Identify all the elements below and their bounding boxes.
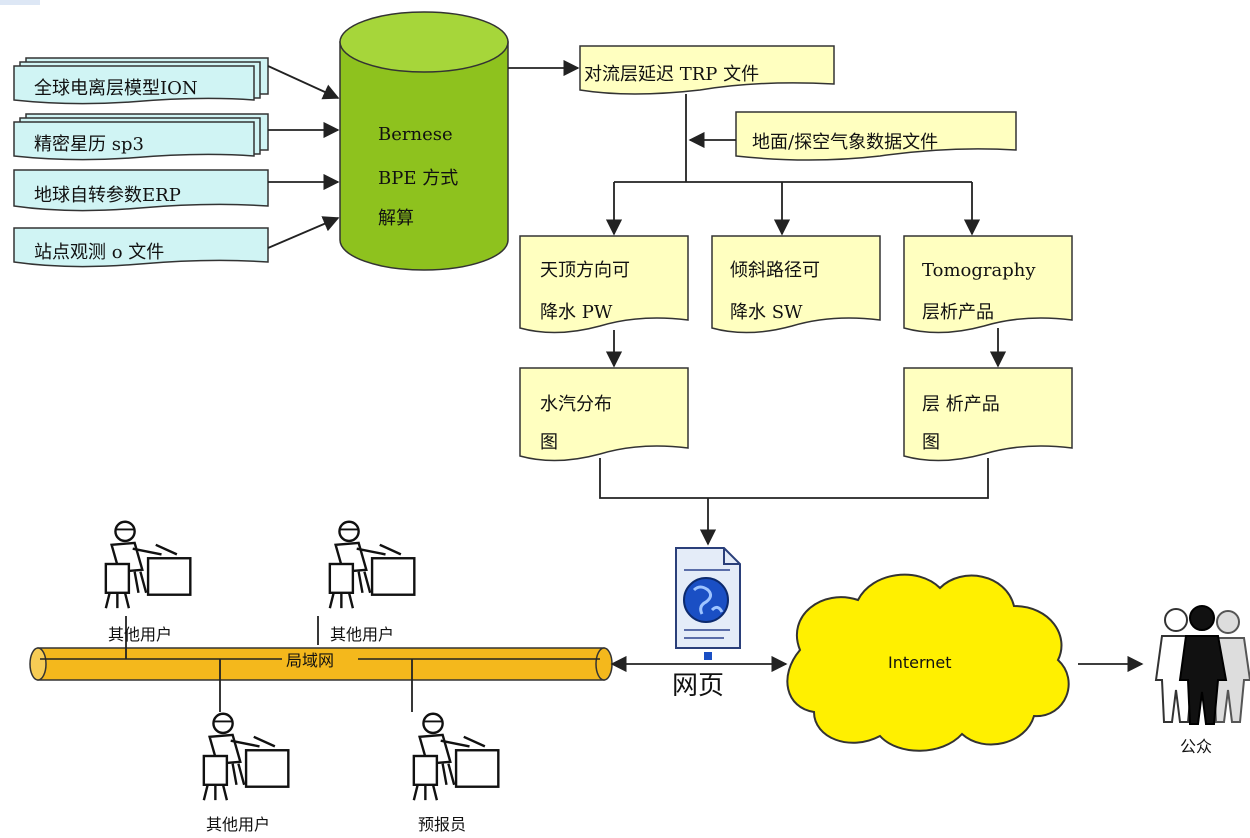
tomo-line2: 层析产品 xyxy=(922,302,994,323)
solver-line1: Bernese xyxy=(378,124,453,145)
user-3: 其他用户 xyxy=(202,712,290,834)
map-arrows xyxy=(605,328,1007,368)
user-2-label: 其他用户 xyxy=(330,625,394,644)
user-3-label: 其他用户 xyxy=(206,815,270,834)
solver-line3: 解算 xyxy=(378,208,414,229)
tomo-map-line1: 层 析产品 xyxy=(922,394,1000,415)
solver-line2: BPE 方式 xyxy=(378,168,458,189)
user-1-label: 其他用户 xyxy=(108,625,172,644)
vapor-line2: 图 xyxy=(540,432,558,453)
lan-drops xyxy=(125,616,413,712)
forecaster: 预报员 xyxy=(412,712,500,834)
product-tomo: Tomography 层析产品 xyxy=(903,235,1073,334)
lan-label: 局域网 xyxy=(286,651,334,670)
internet-cloud: Internet xyxy=(786,573,1070,752)
sw-line2: 降水 SW xyxy=(730,302,803,323)
pw-line2: 降水 PW xyxy=(540,302,613,323)
input-erp-label: 地球自转参数ERP xyxy=(34,185,181,206)
user-2: 其他用户 xyxy=(328,520,416,644)
merge-connector xyxy=(599,458,989,546)
tomo-map-line2: 图 xyxy=(922,432,940,453)
product-sw: 倾斜路径可 降水 SW xyxy=(711,235,881,334)
input-sp3: 精密星历 sp3 xyxy=(13,113,269,161)
product-pw: 天顶方向可 降水 PW xyxy=(519,235,689,334)
sw-line1: 倾斜路径可 xyxy=(730,260,820,281)
input-arrows xyxy=(267,65,340,249)
tomo-line1: Tomography xyxy=(922,260,1036,281)
webpage-icon xyxy=(675,547,741,660)
met-file-label: 地面/探空气象数据文件 xyxy=(752,132,938,153)
input-erp: 地球自转参数ERP xyxy=(13,169,269,212)
forecaster-label: 预报员 xyxy=(418,815,466,834)
map-vapor: 水汽分布 图 xyxy=(519,367,689,462)
met-file: 地面/探空气象数据文件 xyxy=(735,111,1017,161)
trp-file: 对流层延迟 TRP 文件 xyxy=(579,45,835,95)
internet-label: Internet xyxy=(888,653,952,672)
header-accent xyxy=(0,0,40,5)
user-1: 其他用户 xyxy=(104,520,192,644)
pw-line1: 天顶方向可 xyxy=(540,260,630,281)
input-ion-label: 全球电离层模型ION xyxy=(34,78,198,99)
input-obs-label: 站点观测 o 文件 xyxy=(34,242,164,263)
public-people-icon: 公众 xyxy=(1154,605,1250,756)
webpage-label: 网页 xyxy=(672,671,724,701)
map-tomo: 层 析产品 图 xyxy=(903,367,1073,462)
vapor-line1: 水汽分布 xyxy=(540,394,612,415)
input-obs: 站点观测 o 文件 xyxy=(13,227,269,268)
input-ion: 全球电离层模型ION xyxy=(13,57,269,105)
input-sp3-label: 精密星历 sp3 xyxy=(34,134,144,155)
trp-file-label: 对流层延迟 TRP 文件 xyxy=(584,64,759,85)
public-label: 公众 xyxy=(1180,737,1212,756)
solver-cylinder: Bernese BPE 方式 解算 xyxy=(339,11,509,271)
top-connectors xyxy=(605,94,981,236)
lan-pipe: 局域网 xyxy=(29,647,613,681)
